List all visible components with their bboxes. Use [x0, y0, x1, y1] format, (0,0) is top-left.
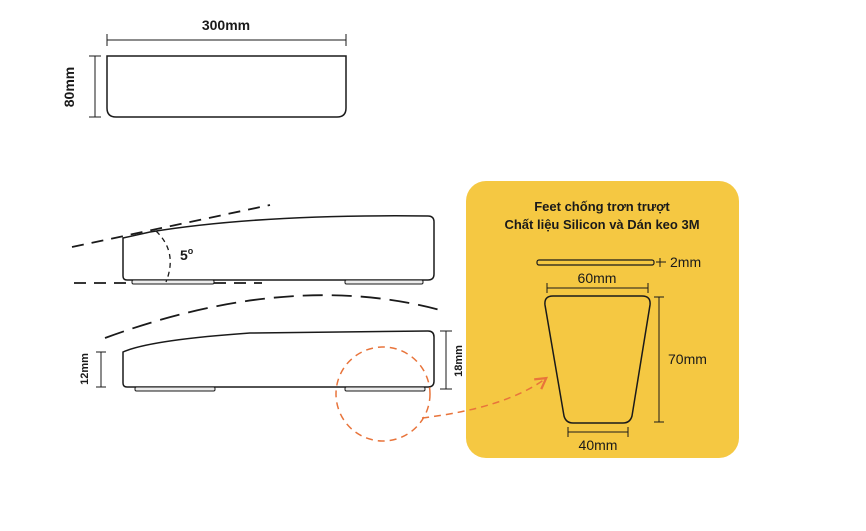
feet-card-title-line1: Feet chống trơn trượt	[534, 199, 670, 214]
feet-thickness-label: 2mm	[670, 254, 701, 270]
top-view-outline	[106, 55, 347, 118]
side-foot-left	[134, 386, 216, 392]
tilt-view: 5o	[71, 204, 435, 285]
tilt-dashed-line-upper	[71, 204, 271, 248]
right-height-label: 18mm	[453, 345, 465, 377]
left-height-label: 12mm	[79, 353, 91, 385]
feet-bottom-width-label: 40mm	[579, 437, 618, 453]
side-view: 12mm 18mm	[79, 294, 465, 392]
side-body-outline	[122, 330, 435, 388]
callout-arrow	[421, 376, 549, 419]
feet-height-label: 70mm	[668, 351, 707, 367]
top-height-label: 80mm	[61, 67, 77, 107]
feet-callout	[335, 346, 549, 442]
angle-label: 5o	[180, 246, 194, 263]
feet-top-width-label: 60mm	[578, 270, 617, 286]
side-foot-right	[344, 386, 426, 392]
top-width-label: 300mm	[202, 17, 250, 33]
tilt-foot-right	[344, 279, 424, 285]
feet-thickness-strip	[536, 259, 655, 266]
tilt-body-outline	[122, 215, 435, 281]
callout-circle	[335, 346, 431, 442]
tilt-foot-left	[131, 279, 215, 285]
side-dashed-curve	[104, 294, 441, 339]
angle-arc	[155, 230, 171, 283]
top-view: 300mm 80mm	[61, 17, 347, 118]
feet-card-title-line2: Chất liệu Silicon và Dán keo 3M	[504, 217, 699, 232]
feet-trapezoid-shape	[544, 295, 651, 424]
feet-card: Feet chống trơn trượt Chất liệu Silicon …	[466, 181, 739, 458]
